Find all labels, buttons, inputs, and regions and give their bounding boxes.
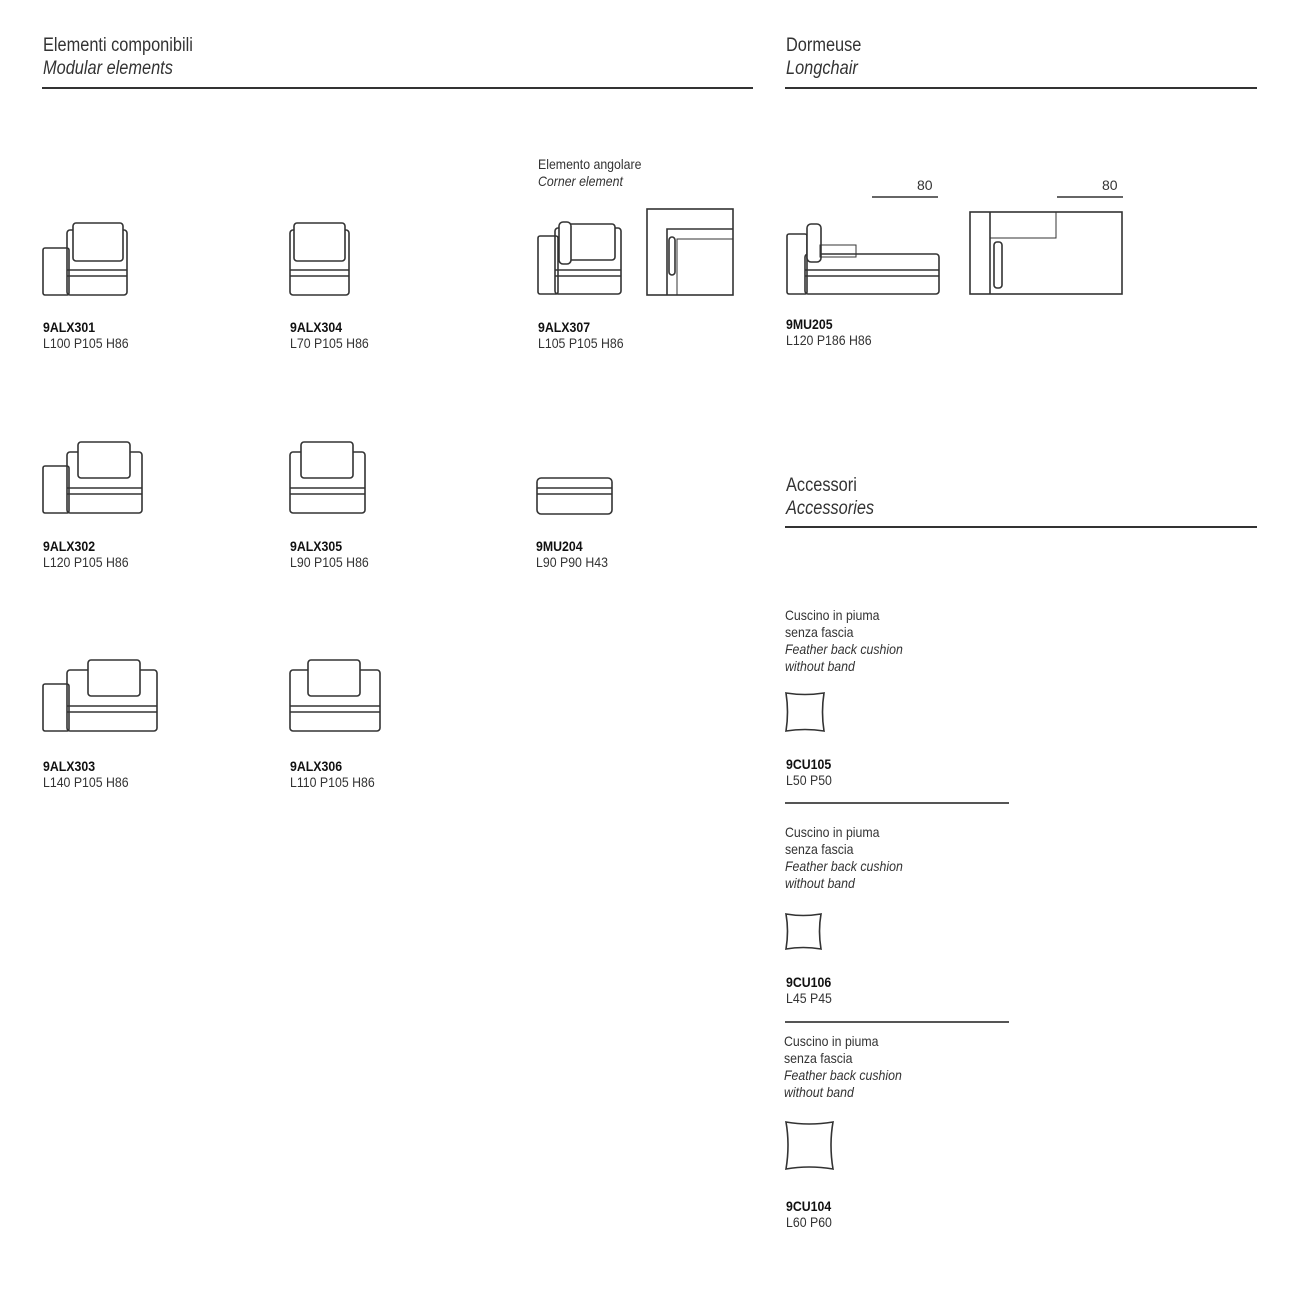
longchair-dimension-line-1: 80 — [872, 177, 938, 198]
item-dims: L105 P105 H86 — [538, 335, 624, 351]
item-9alx301: 9ALX301 L100 P105 H86 — [43, 319, 140, 352]
modular-divider — [42, 87, 753, 89]
sofa-element-9alx303-drawing — [42, 659, 158, 732]
item-dims: L140 P105 H86 — [43, 774, 129, 790]
item-dims: L90 P105 H86 — [290, 554, 369, 570]
modular-title: Elementi componibili — [43, 35, 193, 56]
cushion-desc-line: without band — [785, 875, 855, 891]
longchair-9mu205-plan-drawing — [969, 211, 1123, 295]
accessories-subtitle: Accessories — [786, 498, 875, 519]
item-9mu204: 9MU204 L90 P90 H43 — [536, 538, 618, 571]
item-dims: L120 P105 H86 — [43, 554, 129, 570]
cushion-9cu105: 9CU105 L50 P50 — [786, 756, 838, 789]
sofa-element-9alx306-drawing — [289, 659, 381, 732]
cushion-3-description: Cuscino in piuma senza fascia Feather ba… — [784, 1033, 902, 1101]
cushion-desc-line: without band — [784, 1084, 854, 1100]
sofa-element-9alx304-drawing — [289, 222, 350, 296]
item-code: 9ALX301 — [43, 319, 96, 335]
item-9alx304: 9ALX304 L70 P105 H86 — [290, 319, 380, 352]
item-code: 9ALX305 — [290, 538, 343, 554]
cushion-desc-line: Feather back cushion — [785, 641, 903, 657]
cushion-desc-line: Cuscino in piuma — [785, 607, 880, 623]
item-code: 9ALX304 — [290, 319, 343, 335]
longchair-header: Dormeuse Longchair — [786, 34, 861, 80]
item-code: 9CU106 — [786, 974, 832, 990]
cushion-desc-line: senza fascia — [784, 1050, 853, 1066]
cushion-desc-line: senza fascia — [785, 624, 854, 640]
item-code: 9CU105 — [786, 756, 832, 772]
longchair-divider — [785, 87, 1257, 89]
cushion-2-description: Cuscino in piuma senza fascia Feather ba… — [785, 824, 903, 892]
accessories-title: Accessori — [786, 475, 857, 496]
corner-element-plan-drawing — [646, 208, 734, 296]
cushion-desc-line: without band — [785, 658, 855, 674]
sofa-element-9alx302-drawing — [42, 441, 143, 514]
corner-element-label: Elemento angolare Corner element — [538, 156, 641, 190]
longchair-subtitle: Longchair — [786, 58, 858, 79]
item-9alx306: 9ALX306 L110 P105 H86 — [290, 758, 386, 791]
item-dims: L100 P105 H86 — [43, 335, 129, 351]
cushion-desc-line: senza fascia — [785, 841, 854, 857]
sofa-element-9alx301-drawing — [42, 222, 128, 296]
item-9alx307: 9ALX307 L105 P105 H86 — [538, 319, 635, 352]
item-dims: L90 P90 H43 — [536, 554, 608, 570]
longchair-9mu205-side-drawing — [786, 223, 940, 295]
cushion-9cu106-drawing — [785, 913, 822, 950]
item-9alx303: 9ALX303 L140 P105 H86 — [43, 758, 140, 791]
item-dims: L120 P186 H86 — [786, 332, 872, 348]
modular-subtitle: Modular elements — [43, 58, 173, 79]
item-code: 9ALX302 — [43, 538, 96, 554]
cushion-9cu105-drawing — [785, 692, 825, 732]
item-dims: L45 P45 — [786, 990, 832, 1006]
item-code: 9MU205 — [786, 316, 833, 332]
corner-title: Elemento angolare — [538, 156, 642, 172]
dim-label-2: 80 — [1102, 177, 1118, 193]
item-code: 9ALX307 — [538, 319, 591, 335]
cushion-divider — [785, 1021, 1009, 1023]
item-dims: L50 P50 — [786, 772, 832, 788]
cushion-desc-line: Cuscino in piuma — [785, 824, 880, 840]
cushion-9cu104: 9CU104 L60 P60 — [786, 1198, 838, 1231]
cushion-9cu106: 9CU106 L45 P45 — [786, 974, 838, 1007]
cushion-1-description: Cuscino in piuma senza fascia Feather ba… — [785, 607, 903, 675]
longchair-dimension-line-2: 80 — [1057, 177, 1123, 198]
accessories-divider — [785, 526, 1257, 528]
item-dims: L110 P105 H86 — [290, 774, 375, 790]
item-code: 9ALX306 — [290, 758, 343, 774]
accessories-header: Accessori Accessories — [786, 474, 874, 520]
item-9alx302: 9ALX302 L120 P105 H86 — [43, 538, 140, 571]
item-dims: L60 P60 — [786, 1214, 832, 1230]
cushion-desc-line: Feather back cushion — [784, 1067, 902, 1083]
cushion-desc-line: Feather back cushion — [785, 858, 903, 874]
cushion-desc-line: Cuscino in piuma — [784, 1033, 879, 1049]
item-code: 9ALX303 — [43, 758, 96, 774]
sofa-element-9alx305-drawing — [289, 441, 366, 514]
corner-subtitle: Corner element — [538, 173, 623, 189]
item-9alx305: 9ALX305 L90 P105 H86 — [290, 538, 380, 571]
cushion-divider — [785, 802, 1009, 804]
item-code: 9CU104 — [786, 1198, 832, 1214]
dim-label-1: 80 — [917, 177, 933, 193]
sofa-element-9alx307-drawing — [537, 221, 622, 295]
item-9mu205: 9MU205 L120 P186 H86 — [786, 316, 883, 349]
pouf-9mu204-drawing — [536, 477, 613, 515]
longchair-title: Dormeuse — [786, 35, 862, 56]
cushion-9cu104-drawing — [785, 1121, 834, 1170]
item-dims: L70 P105 H86 — [290, 335, 369, 351]
modular-header: Elementi componibili Modular elements — [43, 34, 193, 80]
item-code: 9MU204 — [536, 538, 583, 554]
